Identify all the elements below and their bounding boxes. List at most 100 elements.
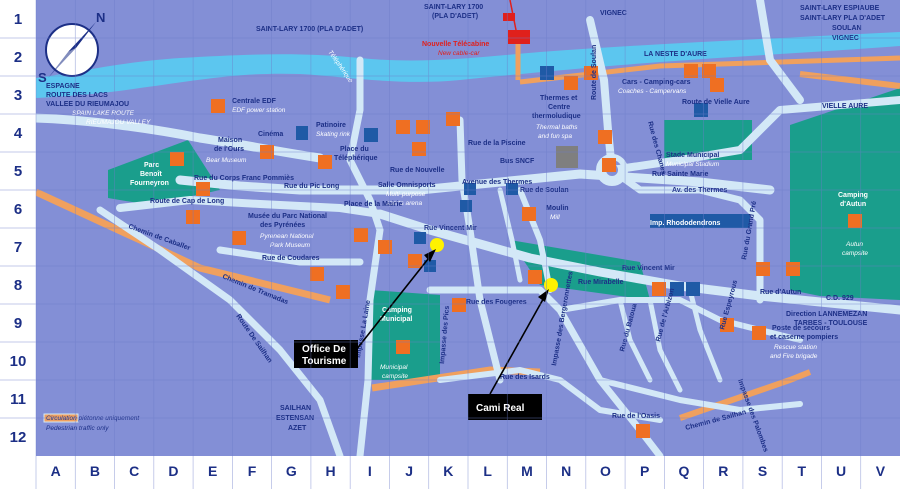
grid-col-A: A [51, 463, 61, 479]
svg-text:Rue du Pic Long: Rue du Pic Long [284, 183, 339, 190]
grid-row-4: 4 [14, 125, 23, 142]
svg-text:Route de Soulan: Route de Soulan [591, 45, 598, 100]
svg-text:ROUTE DES LACS: ROUTE DES LACS [46, 92, 108, 99]
green-camping-autun [790, 88, 900, 300]
grid-col-P: P [640, 463, 649, 479]
grid-col-S: S [758, 463, 767, 479]
svg-text:Fourneyron: Fourneyron [130, 180, 169, 187]
svg-text:Av. des Thermes: Av. des Thermes [672, 187, 727, 194]
svg-text:Multi-purpose: Multi-purpose [386, 191, 426, 198]
svg-text:Office De: Office De [302, 344, 346, 355]
svg-text:Centre: Centre [548, 104, 570, 111]
svg-text:SPAIN LAKE ROUTE: SPAIN LAKE ROUTE [72, 110, 135, 117]
green-parc-benoit [108, 140, 220, 205]
office-tourisme-callout[interactable]: Office De Tourisme [294, 340, 358, 368]
grid-row-1: 1 [14, 11, 22, 28]
svg-text:Nouvelle Télécabine: Nouvelle Télécabine [422, 41, 489, 48]
pedestrian-legend-text-fr: Circulation piétonne uniquement [46, 415, 140, 422]
svg-text:Parc: Parc [144, 162, 159, 169]
svg-text:ESPAGNE: ESPAGNE [46, 83, 80, 90]
svg-text:Rue de Coudares: Rue de Coudares [262, 255, 320, 262]
svg-text:SAILHAN: SAILHAN [280, 405, 311, 412]
svg-text:Poste de secours: Poste de secours [772, 325, 830, 332]
green-camping-municipal [370, 290, 440, 380]
svg-text:SOULAN: SOULAN [832, 25, 862, 32]
grid-row-6: 6 [14, 201, 22, 218]
svg-text:C.D. 929: C.D. 929 [826, 295, 854, 302]
svg-text:Rescue station: Rescue station [774, 344, 817, 351]
svg-text:Rue de la Piscine: Rue de la Piscine [468, 140, 526, 147]
svg-text:TARBES - TOULOUSE: TARBES - TOULOUSE [794, 320, 868, 327]
grid-col-H: H [325, 463, 335, 479]
compass-s: S [38, 70, 47, 85]
cami-real-marker[interactable] [544, 278, 558, 292]
grid-row-5: 5 [14, 163, 22, 180]
telecabine-icon [508, 30, 530, 44]
poi-icons [170, 64, 862, 438]
svg-text:SAINT-LARY 1700: SAINT-LARY 1700 [424, 4, 483, 11]
svg-text:SAINT-LARY ESPIAUBE: SAINT-LARY ESPIAUBE [800, 5, 880, 12]
grid-col-V: V [876, 463, 886, 479]
grid-col-K: K [443, 463, 453, 479]
svg-text:Imp. Rhododendrons: Imp. Rhododendrons [650, 220, 720, 227]
svg-text:Municipal Stadium: Municipal Stadium [666, 161, 720, 168]
svg-text:Téléphérique: Téléphérique [334, 155, 378, 162]
svg-text:Municipal: Municipal [380, 316, 412, 323]
svg-text:Rue de Nouvelle: Rue de Nouvelle [390, 167, 445, 174]
cami-real-callout[interactable]: Cami Real [468, 394, 542, 420]
svg-text:RIEUMAJOU VALLEY: RIEUMAJOU VALLEY [86, 119, 151, 126]
svg-text:thermoludique: thermoludique [532, 113, 581, 120]
grid-row-3: 3 [14, 87, 22, 104]
grid-col-N: N [561, 463, 571, 479]
office-tourisme-marker[interactable] [430, 238, 444, 252]
svg-text:Rue Vincent Mir: Rue Vincent Mir [622, 265, 675, 272]
svg-text:de l'Ours: de l'Ours [214, 146, 244, 153]
svg-text:campsite: campsite [382, 373, 408, 380]
compass-n: N [96, 10, 105, 25]
svg-text:Centrale EDF: Centrale EDF [232, 98, 277, 105]
svg-text:Salle Omnisports: Salle Omnisports [378, 182, 436, 189]
svg-text:Cinéma: Cinéma [258, 131, 283, 138]
svg-text:Autun: Autun [845, 241, 863, 248]
grid-col-I: I [368, 463, 372, 479]
grid-row-11: 11 [10, 391, 26, 408]
grid-col-U: U [836, 463, 846, 479]
svg-text:Park Museum: Park Museum [270, 242, 311, 249]
svg-text:ESTENSAN: ESTENSAN [276, 415, 314, 422]
svg-text:Rue du Corps Franc Pommiès: Rue du Corps Franc Pommiès [194, 175, 294, 182]
svg-text:Direction LANNEMEZAN: Direction LANNEMEZAN [786, 311, 867, 318]
cami-arrow [489, 293, 547, 395]
svg-text:New cable-car: New cable-car [438, 50, 480, 57]
svg-text:Route de Vielle Aure: Route de Vielle Aure [682, 99, 750, 106]
svg-text:Avenue des Thermes: Avenue des Thermes [462, 179, 532, 186]
svg-text:Cami Real: Cami Real [476, 403, 525, 414]
svg-text:Rue Sainte Marie: Rue Sainte Marie [652, 171, 709, 178]
svg-text:Cars - Camping-cars: Cars - Camping-cars [622, 79, 691, 86]
grid-row-9: 9 [14, 315, 22, 332]
grid-col-B: B [90, 463, 100, 479]
svg-text:Rue de l'Oasis: Rue de l'Oasis [612, 413, 660, 420]
grid-col-M: M [521, 463, 533, 479]
grid-col-E: E [208, 463, 217, 479]
svg-text:des Pyrénées: des Pyrénées [260, 222, 305, 229]
svg-text:Skating rink: Skating rink [316, 131, 351, 138]
svg-text:Mill: Mill [550, 214, 560, 221]
svg-text:VALLEE DU RIEUMAJOU: VALLEE DU RIEUMAJOU [46, 101, 129, 108]
svg-text:Thermal baths: Thermal baths [536, 124, 578, 131]
grid-row-12: 12 [10, 429, 27, 446]
grid-row-7: 7 [14, 239, 22, 256]
svg-text:Patinoire: Patinoire [316, 122, 346, 129]
svg-text:Bear Museum: Bear Museum [206, 157, 247, 164]
svg-text:VIGNEC: VIGNEC [600, 10, 627, 17]
svg-text:Tourisme: Tourisme [302, 356, 347, 367]
grid-row-2: 2 [14, 49, 22, 66]
grid-col-F: F [248, 463, 257, 479]
grid-col-R: R [718, 463, 728, 479]
grid-col-D: D [168, 463, 178, 479]
grid-col-strip [0, 456, 900, 489]
grid-col-O: O [600, 463, 611, 479]
svg-text:and fun spa: and fun spa [538, 133, 572, 140]
